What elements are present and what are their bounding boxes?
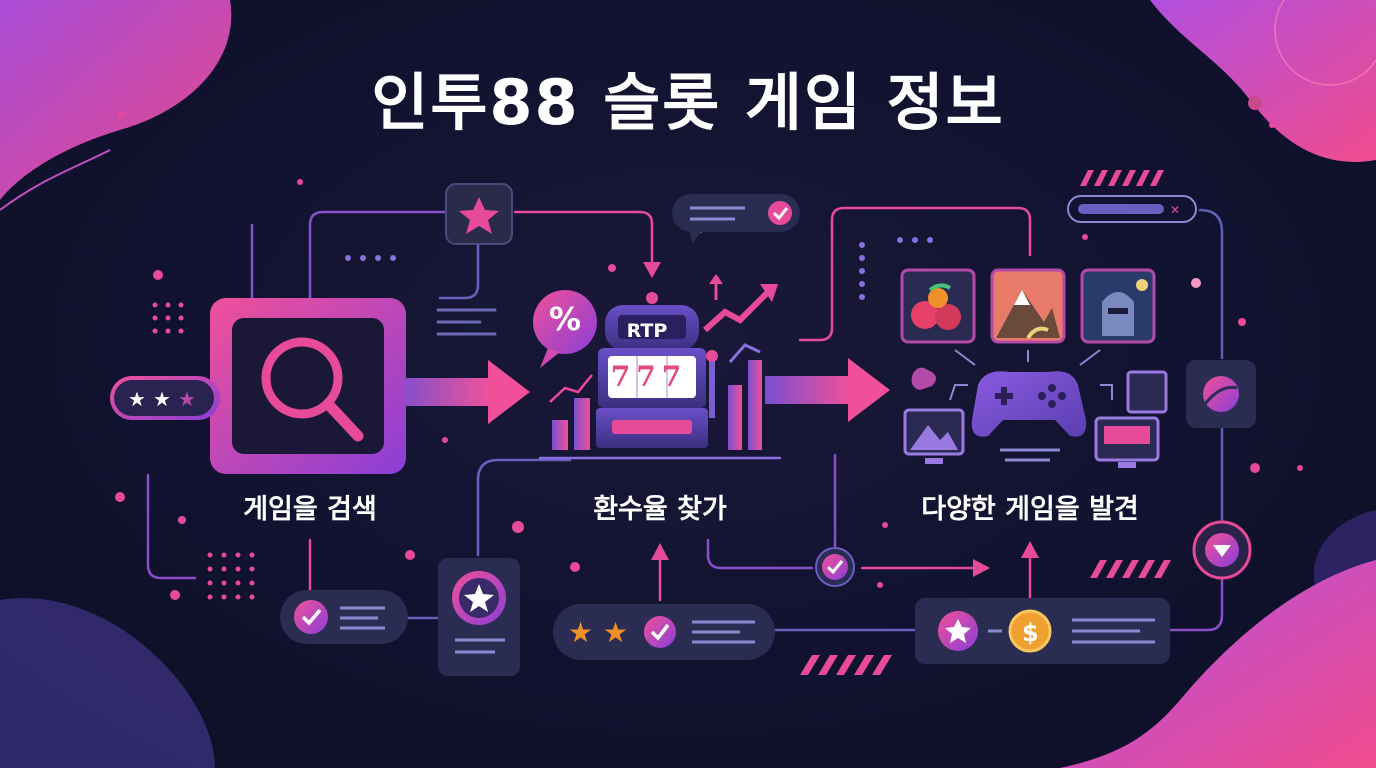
svg-text:★: ★	[128, 387, 146, 411]
rating-check-pill: ★ ★	[553, 604, 775, 660]
svg-text:★: ★	[178, 387, 196, 411]
check-pill-left	[280, 590, 408, 644]
computer-icon	[1094, 370, 1168, 468]
glow-dots	[115, 96, 1303, 600]
fruit-icon	[900, 268, 976, 344]
text-lines-decor	[436, 308, 497, 336]
flow-arrow-2	[765, 358, 890, 422]
growth-bars	[549, 274, 778, 450]
slot-machine-icon	[596, 292, 718, 448]
search-module	[210, 298, 406, 474]
rating-pill-left: ★ ★ ★	[110, 376, 220, 420]
stripe-decor	[800, 170, 1171, 675]
gamepad-icon	[971, 371, 1087, 462]
slot-reels: 777	[610, 360, 688, 393]
knight-helmet-icon	[1080, 268, 1156, 344]
step-label-search: 게임을 검색	[243, 494, 377, 525]
svg-text:★: ★	[153, 387, 171, 411]
check-circle-mid	[815, 547, 855, 587]
percent-label: %	[548, 300, 582, 338]
icon-links	[949, 349, 1113, 401]
globe-button	[1186, 360, 1256, 428]
monitor-icon	[903, 408, 965, 464]
search-bar-top-right: ✕	[1067, 195, 1197, 223]
connector-lines	[146, 206, 1224, 632]
percent-bubble	[533, 290, 597, 368]
star-box-top	[445, 183, 513, 245]
flow-arrow-1	[395, 360, 530, 424]
svg-text:$: $	[1022, 619, 1039, 647]
connector-arrowheads	[643, 262, 1039, 577]
svg-text:✕: ✕	[1170, 203, 1180, 217]
step-label-rtp: 환수율 찾가	[593, 494, 727, 525]
svg-text:★: ★	[603, 616, 628, 649]
svg-text:★: ★	[568, 616, 593, 649]
star-card	[438, 558, 520, 676]
chat-bubble-check	[672, 194, 800, 244]
reward-panel: $	[915, 598, 1170, 664]
step-label-discover: 다양한 게임을 발견	[921, 494, 1139, 525]
rtp-badge: RTP	[626, 320, 668, 342]
page-title: 인투88 슬롯 게임 정보	[371, 66, 1005, 139]
coin-icon	[1008, 609, 1052, 653]
dropdown-button	[1192, 520, 1252, 580]
dot-row-decor	[345, 237, 933, 300]
mountain-landscape-icon	[990, 268, 1066, 344]
controller-small-icon	[911, 367, 936, 390]
magnifier-icon	[261, 337, 343, 419]
dot-grid-left	[152, 302, 255, 600]
